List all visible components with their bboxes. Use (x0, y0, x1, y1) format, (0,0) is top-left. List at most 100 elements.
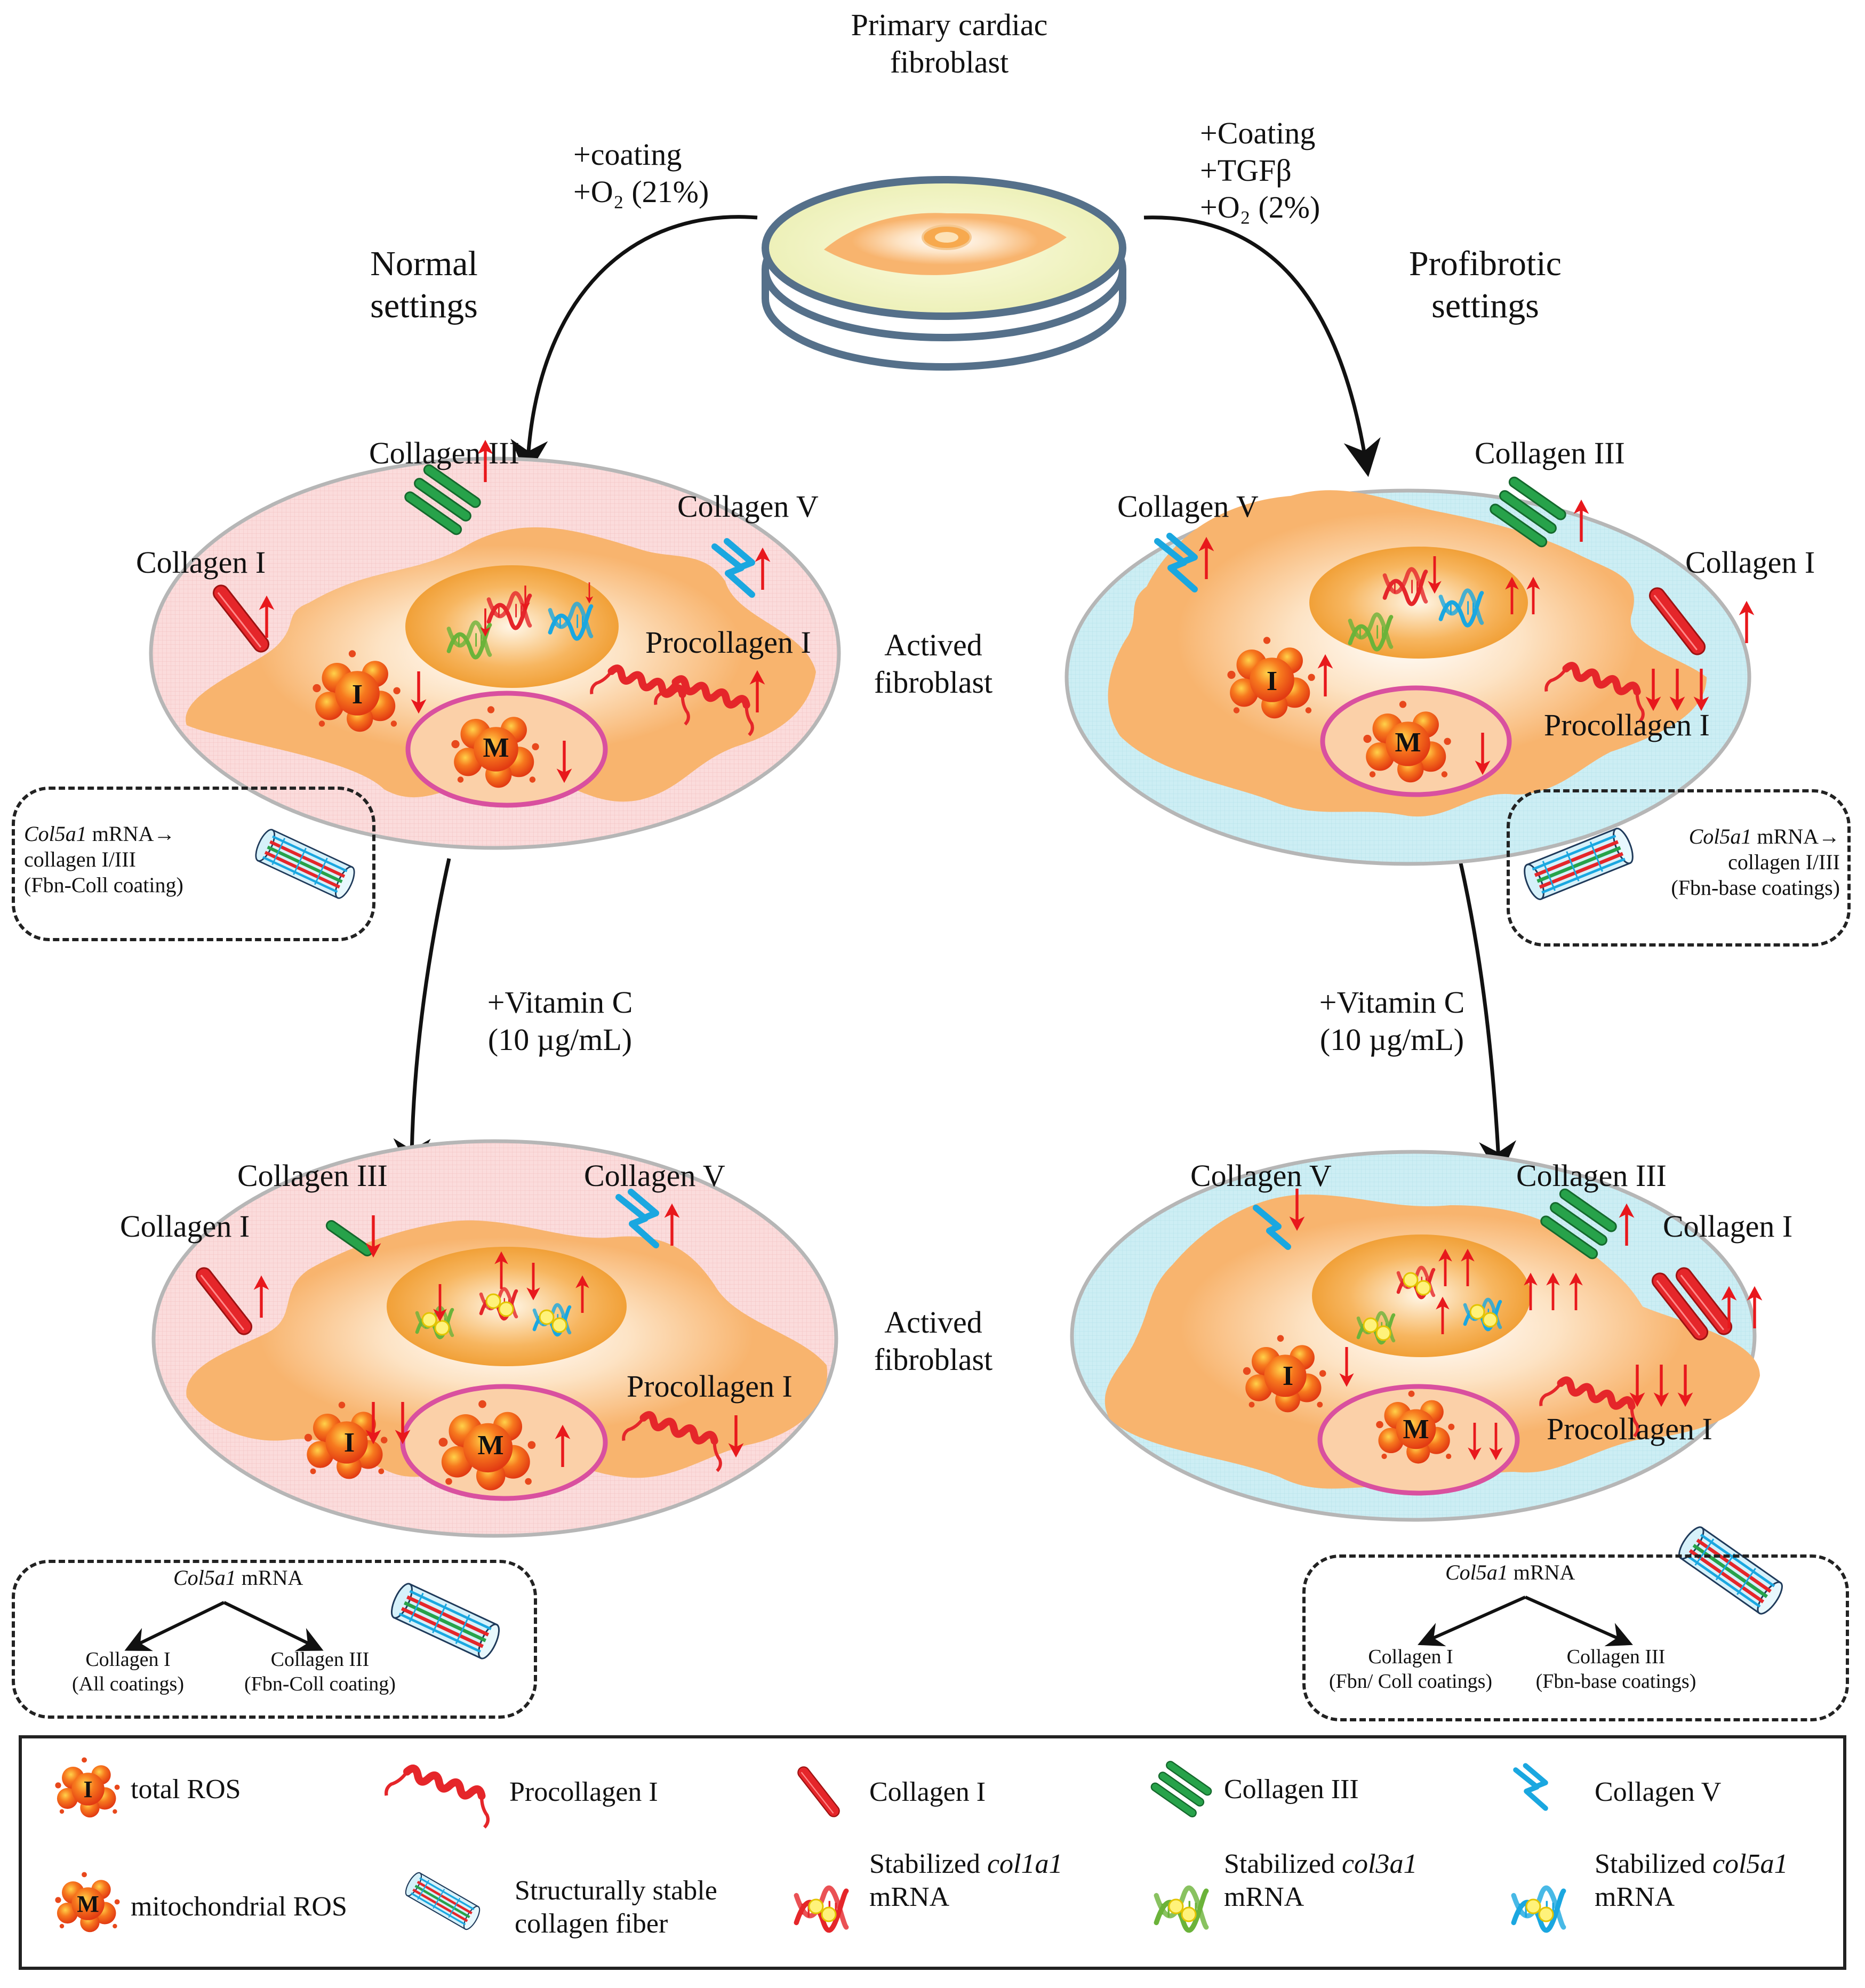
branch-coating: (Fbn-Coll coating) (244, 1672, 396, 1695)
legend (19, 1735, 1846, 1970)
legend-col1a1-gene: col1a1 (987, 1849, 1063, 1879)
label-collagen-i: Collagen I (120, 1209, 250, 1244)
vitamin-c-right: +Vitamin C (10 µg/mL) (1301, 984, 1483, 1058)
legend-fiber: Structurally stable collagen fiber (515, 1874, 717, 1941)
branch-coating: (Fbn/ Coll coatings) (1328, 1670, 1493, 1693)
legend-col5a1: Stabilized col5a1 mRNA (1595, 1848, 1788, 1914)
collagen-v-icon (1253, 1205, 1291, 1250)
box-mrna: mRNA (1508, 1560, 1575, 1584)
collagen-iii-icon (325, 1220, 373, 1257)
cell-profibrotic-bottom (1070, 1150, 1760, 1522)
flow-arrows (393, 215, 1517, 1179)
box-top-left-text: Col5a1 mRNA→ collagen I/III (Fbn-Coll co… (24, 821, 183, 898)
box-mrna: mRNA (236, 1566, 303, 1590)
vitamin-c-label: +Vitamin C (487, 985, 633, 1020)
cell-normal-top (149, 456, 841, 850)
box-top-right-text: Col5a1 mRNA→ collagen I/III (Fbn-base co… (1669, 824, 1840, 901)
petri-dish (762, 176, 1126, 371)
condition-o2-21: +O₂ (21%) (573, 174, 709, 209)
legend-mrna: mRNA (1595, 1882, 1675, 1913)
legend-collagen-i: Collagen I (869, 1777, 986, 1807)
box-collagen-i-iii: collagen I/III (1728, 850, 1840, 874)
box-mrna-arrow: mRNA→ (1751, 824, 1840, 848)
legend-total-ros: total ROS (131, 1774, 241, 1805)
vitamin-c-dose: (10 µg/mL) (1319, 1022, 1464, 1057)
legend-col3a1: Stabilized col3a1 mRNA (1224, 1848, 1417, 1914)
right-conditions: +Coating +TGFβ +O₂ (2%) (1200, 115, 1320, 226)
box-top-left (12, 787, 375, 941)
vitamin-c-left: +Vitamin C (10 µg/mL) (469, 984, 651, 1058)
branch-collagen-i: Collagen I (1368, 1646, 1453, 1668)
legend-ros-m-marker: M (77, 1891, 99, 1917)
label-collagen-i: Collagen I (1685, 545, 1815, 580)
legend-fiber-line1: Structurally stable (515, 1875, 717, 1906)
label-collagen-iii: Collagen III (237, 1158, 388, 1193)
label-collagen-iii: Collagen III (1516, 1158, 1667, 1193)
label-collagen-v: Collagen V (1117, 489, 1259, 524)
box-bottom-left-branch2: Collagen III (Fbn-Coll coating) (229, 1648, 411, 1696)
label-collagen-iii: Collagen III (1475, 436, 1625, 470)
label-collagen-v: Collagen V (1190, 1158, 1332, 1193)
branch-coating: (All coatings) (71, 1672, 184, 1695)
box-coating: (Fbn-base coatings) (1671, 876, 1840, 900)
activated-fibroblast-bottom: Actived fibroblast (874, 1305, 993, 1377)
condition-coating: +coating (573, 137, 682, 172)
legend-mrna: mRNA (869, 1882, 950, 1913)
legend-col3a1-gene: col3a1 (1341, 1849, 1418, 1879)
branch-collagen-i: Collagen I (85, 1648, 171, 1671)
box-coating: (Fbn-Coll coating) (24, 873, 183, 897)
box-bottom-left-head: Col5a1 mRNA (173, 1565, 303, 1591)
gene-col5a1: Col5a1 (173, 1566, 236, 1590)
vitamin-c-dose: (10 µg/mL) (487, 1022, 633, 1057)
legend-collagen-v: Collagen V (1595, 1777, 1722, 1807)
legend-col1a1: Stabilized col1a1 mRNA (869, 1848, 1062, 1914)
legend-ros-i-marker: I (83, 1776, 93, 1802)
ros-marker-i: I (343, 1428, 355, 1458)
ros-marker-i: I (1266, 666, 1278, 696)
dish-label: Primary cardiac fibroblast (851, 7, 1048, 79)
condition-coating-r: +Coating (1200, 116, 1316, 150)
legend-mito-ros: mitochondrial ROS (131, 1891, 347, 1922)
label-procollagen-i: Procollagen I (1544, 708, 1710, 742)
gene-col5a1: Col5a1 (1688, 824, 1752, 848)
branch-coating: (Fbn-base coatings) (1535, 1670, 1696, 1693)
ros-marker-m: M (477, 1430, 504, 1461)
legend-stabilized: Stabilized (869, 1849, 987, 1879)
condition-tgfb: +TGFβ (1200, 153, 1292, 188)
ros-marker-i: I (351, 679, 363, 710)
normal-settings-label: Normal settings (370, 244, 478, 326)
box-bottom-right-branch1: Collagen I (Fbn/ Coll coatings) (1309, 1645, 1512, 1694)
branch-collagen-iii: Collagen III (1566, 1646, 1666, 1668)
condition-o2-2: +O₂ (2%) (1200, 190, 1320, 225)
box-mrna-arrow: mRNA→ (86, 822, 175, 846)
box-bottom-right-head: Col5a1 mRNA (1445, 1560, 1575, 1585)
legend-stabilized: Stabilized (1595, 1849, 1712, 1879)
branch-collagen-iii: Collagen III (270, 1648, 370, 1671)
gene-col5a1: Col5a1 (1445, 1560, 1508, 1584)
ros-marker-i: I (1282, 1361, 1294, 1391)
label-procollagen-i: Procollagen I (645, 625, 811, 660)
left-conditions: +coating +O₂ (21%) (573, 136, 709, 210)
label-collagen-v: Collagen V (584, 1158, 725, 1193)
box-bottom-left-branch1: Collagen I (All coatings) (53, 1648, 203, 1696)
label-collagen-iii: Collagen III (369, 436, 519, 470)
legend-mrna: mRNA (1224, 1882, 1304, 1913)
label-procollagen-i: Procollagen I (1547, 1412, 1712, 1446)
profibrotic-settings-label: Profibrotic settings (1409, 244, 1562, 326)
box-bottom-right (1302, 1554, 1849, 1721)
label-collagen-i: Collagen I (136, 545, 266, 580)
box-bottom-right-branch2: Collagen III (Fbn-base coatings) (1515, 1645, 1717, 1694)
label-collagen-i: Collagen I (1663, 1209, 1793, 1244)
legend-collagen-iii: Collagen III (1224, 1774, 1359, 1805)
gene-col5a1: Col5a1 (24, 822, 87, 846)
legend-procollagen: Procollagen I (509, 1777, 658, 1807)
ros-marker-m: M (1395, 727, 1421, 758)
legend-fiber-line2: collagen fiber (515, 1909, 668, 1939)
box-bottom-left (12, 1560, 537, 1719)
box-collagen-i-iii: collagen I/III (24, 847, 136, 871)
label-collagen-v: Collagen V (677, 489, 819, 524)
legend-stabilized: Stabilized (1224, 1849, 1342, 1879)
box-split-arrows (124, 1596, 1633, 1652)
legend-col5a1-gene: col5a1 (1712, 1849, 1788, 1879)
